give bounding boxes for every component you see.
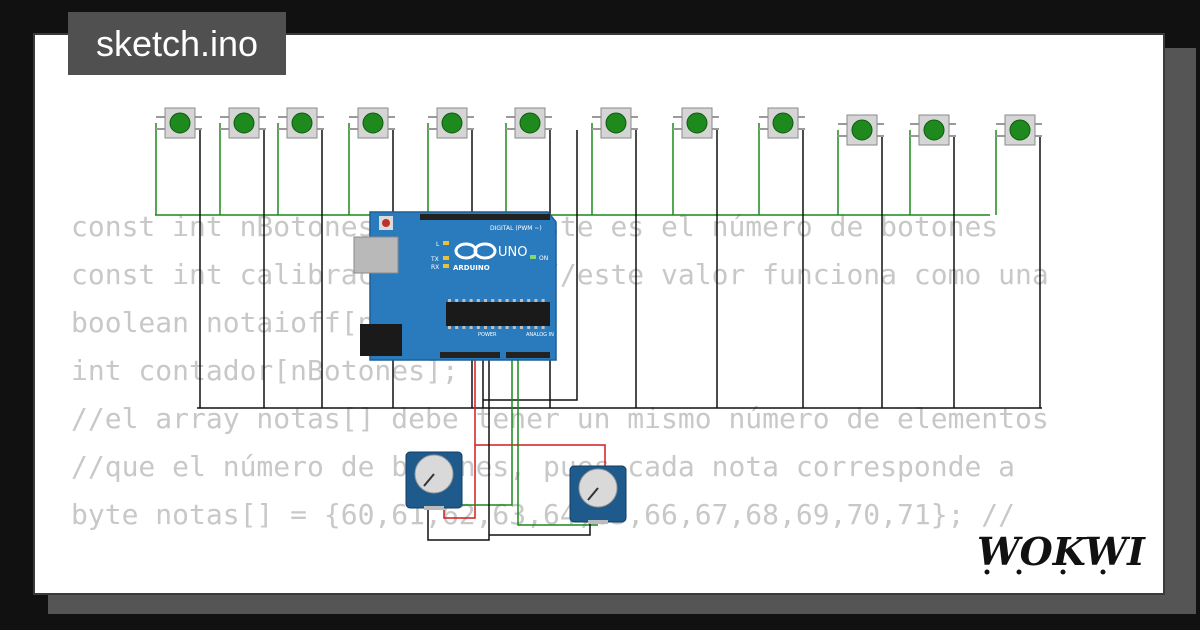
chip-pin (541, 326, 545, 329)
pushbutton[interactable] (349, 107, 395, 139)
arduino-infinity-icon (454, 242, 497, 260)
pushbutton[interactable] (278, 107, 324, 139)
button-cap (923, 119, 945, 141)
button-cap (686, 112, 708, 134)
pushbutton[interactable] (996, 114, 1042, 146)
chip-pin (476, 326, 480, 329)
button-cap (233, 112, 255, 134)
pot-ground-wire (427, 352, 490, 541)
board-signal-wire (483, 130, 578, 401)
pot-ground-wire (489, 520, 591, 536)
chip-pin (484, 299, 487, 302)
chip-pin (469, 299, 473, 302)
button-cap (291, 112, 313, 134)
button-cap (851, 119, 873, 141)
led-rx (443, 264, 449, 268)
pot-pins (424, 506, 444, 510)
button-cap (1009, 119, 1031, 141)
board-brand-label: ARDUINO (453, 264, 490, 272)
chip-pins (448, 299, 545, 329)
button-cap (169, 112, 191, 134)
chip-pin (484, 326, 487, 329)
led-on (530, 255, 536, 259)
potentiometers (405, 451, 627, 524)
power-header-label: POWER (478, 332, 497, 338)
pot-pins (588, 520, 608, 524)
pot-knob-indicator (423, 473, 435, 487)
pushbutton[interactable] (910, 114, 956, 146)
digital-header (420, 214, 550, 220)
board-model-label: UNO (498, 245, 527, 260)
chip-pin (462, 326, 466, 329)
chip-pin (455, 326, 459, 329)
chip-pin (512, 299, 516, 302)
atmega-chip (446, 302, 550, 326)
arduino-uno-board[interactable]: DIGITAL (PWM ~) POWER ANALOG IN L TX RX … (353, 211, 557, 361)
pushbutton[interactable] (506, 107, 552, 139)
chip-pin (527, 326, 531, 329)
pot-power-wire (443, 445, 476, 519)
wokwi-logo: WOKWI (977, 529, 1146, 575)
pushbutton[interactable] (673, 107, 719, 139)
chip-pin (476, 299, 480, 302)
chip-pin (462, 299, 466, 302)
pot-knob-indicator (587, 487, 599, 501)
chip-pin (498, 299, 502, 302)
digital-header-label: DIGITAL (PWM ~) (490, 225, 542, 232)
potentiometer[interactable] (569, 465, 627, 524)
pot-signal-wire (517, 352, 598, 526)
chip-pin (498, 326, 502, 329)
led-tx (443, 256, 449, 260)
chip-pin (448, 326, 451, 329)
chip-pin (505, 326, 509, 329)
power-jack (360, 324, 402, 356)
pushbutton[interactable] (428, 107, 474, 139)
pushbutton[interactable] (592, 107, 638, 139)
button-cap (605, 112, 627, 134)
pushbutton[interactable] (156, 107, 202, 139)
chip-pin (541, 299, 545, 302)
power-header (440, 352, 500, 358)
led-l-label: L (436, 241, 440, 248)
led-rx-label: RX (431, 264, 439, 271)
chip-pin (491, 299, 495, 302)
chip-pin (448, 299, 451, 302)
chip-pin (491, 326, 495, 329)
analog-header (506, 352, 550, 358)
chip-pin (469, 326, 473, 329)
chip-pin (520, 299, 523, 302)
chip-pin (527, 299, 531, 302)
led-l (443, 241, 449, 245)
analog-header-label: ANALOG IN (526, 332, 554, 338)
led-tx-label: TX (430, 256, 439, 263)
button-cap (519, 112, 541, 134)
led-on-label: ON (539, 255, 548, 262)
button-cap (362, 112, 384, 134)
pot-signal-wire (440, 352, 513, 506)
button-cap (772, 112, 794, 134)
chip-pin (455, 299, 459, 302)
chip-pin (512, 326, 516, 329)
pushbutton[interactable] (220, 107, 266, 139)
chip-pin (520, 326, 523, 329)
pushbuttons (156, 107, 1042, 146)
project-title-tag: sketch.ino (68, 12, 286, 75)
chip-pin (505, 299, 509, 302)
wokwi-logo-text: WOKWI (977, 529, 1146, 574)
potentiometer[interactable] (405, 451, 463, 510)
usb-port (353, 236, 399, 274)
chip-pin (534, 299, 538, 302)
pushbutton[interactable] (838, 114, 884, 146)
button-cap (441, 112, 463, 134)
chip-pin (534, 326, 538, 329)
pushbutton[interactable] (759, 107, 805, 139)
